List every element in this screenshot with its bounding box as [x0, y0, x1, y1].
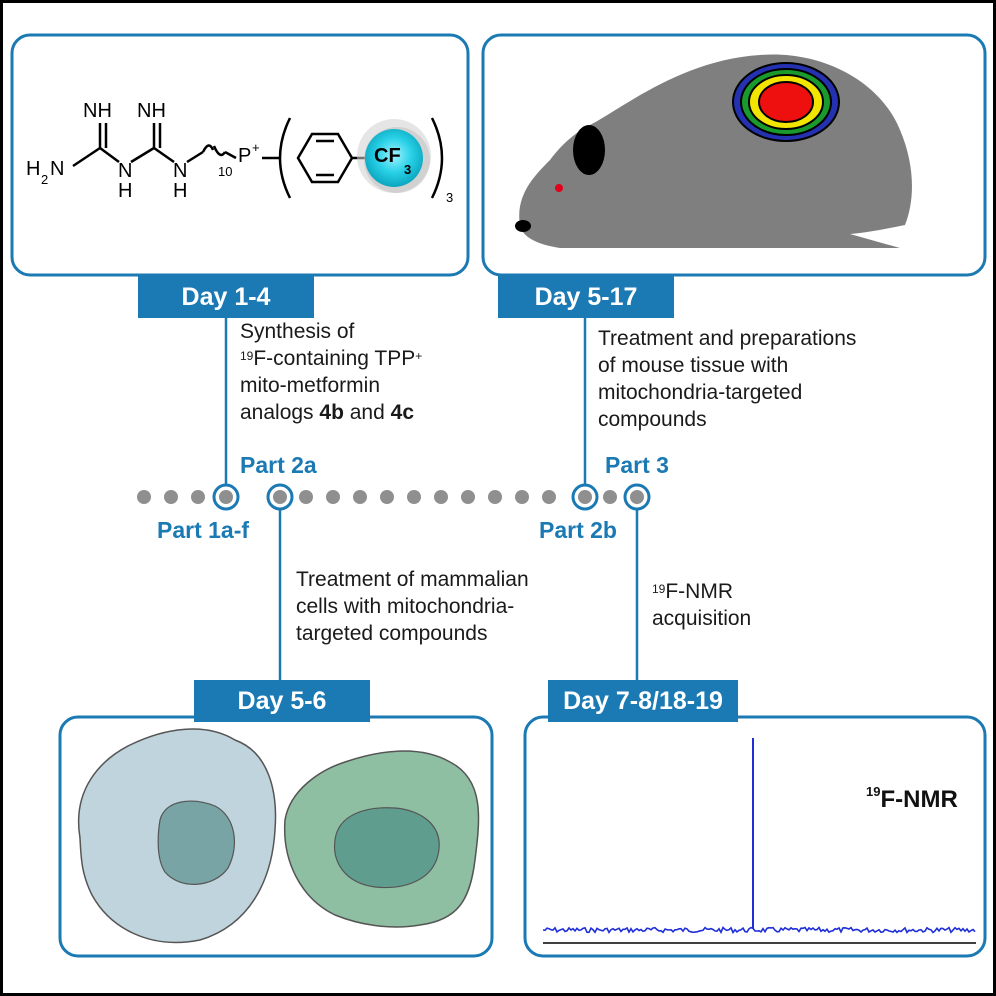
desc-cells-line1: Treatment of mammalian — [296, 568, 529, 591]
desc-synthesis: Synthesis of 19F-containing TPP+ mito-me… — [240, 318, 422, 426]
phosphonium-charge: + — [252, 140, 260, 155]
h2n-h: H — [26, 158, 41, 180]
n-label-1: N — [118, 160, 133, 182]
desc-synthesis-line3: mito-metformin — [240, 374, 381, 397]
desc-nmr: 19F-NMR acquisition — [652, 578, 751, 632]
desc-mouse-line4: compounds — [598, 408, 707, 431]
timeline — [137, 490, 617, 504]
desc-mouse: Treatment and preparations of mouse tiss… — [598, 325, 856, 433]
label-part-3: Part 3 — [605, 452, 669, 478]
mouse-illustration — [515, 54, 912, 248]
nmr-title: 19F-NMR — [866, 784, 958, 813]
label-part-2a: Part 2a — [240, 452, 317, 478]
desc-mouse-line2: of mouse tissue with — [598, 354, 789, 377]
panel-nmr — [523, 715, 987, 958]
desc-synthesis-line2: 19F-containing TPP+ — [240, 347, 423, 370]
desc-synthesis-line1: Synthesis of — [240, 320, 355, 343]
timeline-markers — [212, 483, 651, 511]
h-label-1: H — [118, 180, 133, 202]
tag-day-5-6: Day 5-6 — [194, 680, 370, 722]
desc-cells-line2: cells with mitochondria- — [296, 595, 515, 618]
panel-synthesis — [10, 33, 470, 277]
label-part-1a-f: Part 1a-f — [157, 517, 250, 543]
nmr-spectrum — [542, 738, 976, 944]
desc-mouse-line3: mitochondria-targeted — [598, 381, 803, 404]
outer-multiplier: 3 — [446, 190, 454, 205]
tag-day-1-4: Day 1-4 — [138, 276, 314, 318]
desc-nmr-line2: acquisition — [652, 607, 752, 630]
n-label-2: N — [173, 160, 188, 182]
desc-cells: Treatment of mammalian cells with mitoch… — [296, 566, 529, 647]
desc-synthesis-line4: analogs 4b and 4c — [240, 401, 414, 424]
cf3-sub: 3 — [404, 162, 412, 177]
h-label-2: H — [173, 180, 188, 202]
phosphorus-atom: P — [238, 145, 252, 167]
nh-label-1: NH — [83, 100, 112, 122]
nh-label-2: NH — [137, 100, 166, 122]
cf3-label: CF — [374, 145, 401, 167]
chain-length: 10 — [218, 164, 233, 179]
cells-illustration — [77, 728, 480, 944]
tag-day-7-8-18-19: Day 7-8/18-19 — [548, 680, 738, 722]
connectors — [224, 312, 639, 682]
desc-mouse-line1: Treatment and preparations — [598, 327, 857, 350]
label-part-2b: Part 2b — [539, 517, 617, 543]
h2n-sub: 2 — [41, 172, 49, 187]
cf3-glow — [357, 119, 431, 193]
desc-nmr-line1: 19F-NMR — [652, 580, 734, 603]
h2n-n: N — [50, 158, 65, 180]
tag-day-5-17: Day 5-17 — [498, 276, 674, 318]
desc-cells-line3: targeted compounds — [296, 622, 488, 645]
